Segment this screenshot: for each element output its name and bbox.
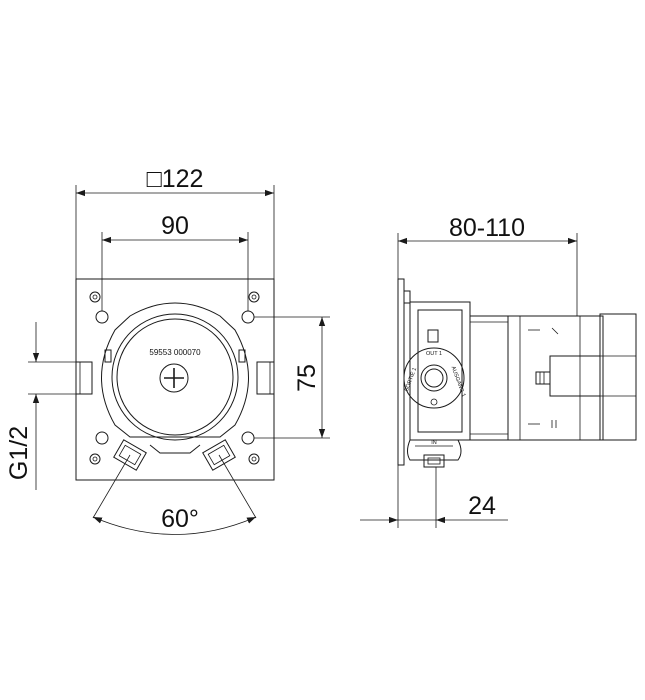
right-side-lug	[256, 361, 275, 395]
square-size-label: □122	[147, 165, 204, 193]
cover-disc	[116, 318, 234, 436]
hole-inner-top-right	[241, 310, 255, 324]
thread-label: G1/2	[5, 426, 33, 480]
dimension-angle: 60°	[92, 505, 257, 535]
side-body-inner	[417, 309, 463, 433]
angle-leg-left	[92, 454, 131, 519]
dimension-outlet-offset: 24	[360, 465, 508, 528]
hole-inner-bottom-right	[241, 431, 255, 445]
front-view: 59553 000070	[75, 278, 275, 519]
outlet-offset-label: 24	[468, 492, 496, 520]
mounting-plate	[75, 278, 275, 481]
side-plate-lug	[403, 290, 411, 304]
dimension-hole-spacing: 90	[101, 212, 249, 311]
side-clip	[427, 329, 439, 343]
out-1-label: OUT 1	[426, 351, 442, 357]
side-end-cap	[599, 313, 637, 441]
mounting-hole-top-left	[89, 291, 101, 303]
body-bottom-notch	[149, 444, 201, 454]
dimension-square: □122	[75, 165, 275, 279]
side-cylinder	[469, 315, 509, 441]
hole-spacing-label: 90	[161, 212, 189, 240]
mounting-hole-top-right	[248, 291, 260, 303]
body-inner-ring	[111, 313, 239, 441]
dimension-depth-range: 80-110	[397, 214, 578, 316]
mounting-hole-bottom-right	[248, 453, 260, 465]
depth-range-label: 80-110	[449, 214, 525, 242]
angle-label: 60°	[161, 505, 199, 533]
hole-inner-bottom-left	[95, 431, 109, 445]
side-pin	[535, 371, 551, 385]
depth-marks	[528, 327, 559, 428]
mounting-hole-bottom-left	[89, 453, 101, 465]
part-number-label: 59553 000070	[149, 348, 201, 357]
ring-tab-left	[104, 349, 112, 363]
inlet-fitting: IN	[407, 439, 462, 468]
sortie-1-label: SORTIE 1	[404, 367, 418, 393]
depth-sleeve	[507, 315, 604, 441]
center-screw-icon	[159, 363, 189, 393]
angle-leg-right	[218, 454, 257, 519]
vertical-spacing-label: 75	[293, 364, 321, 392]
side-wall-plate	[397, 278, 405, 466]
hole-inner-top-left	[95, 310, 109, 324]
ring-tab-right	[238, 349, 246, 363]
outlet-port: OUT 1 SORTIE 1 AUSGANG 1	[403, 347, 466, 409]
body-outer-ring	[101, 302, 249, 438]
inlet-mark-label: IN	[431, 440, 437, 446]
side-stem	[549, 355, 601, 397]
left-side-lug	[75, 361, 93, 395]
side-view: OUT 1 SORTIE 1 AUSGANG 1 IN	[397, 278, 637, 468]
dimension-vertical-spacing: 75	[254, 316, 330, 439]
dimension-thread: G1/2	[5, 322, 76, 490]
